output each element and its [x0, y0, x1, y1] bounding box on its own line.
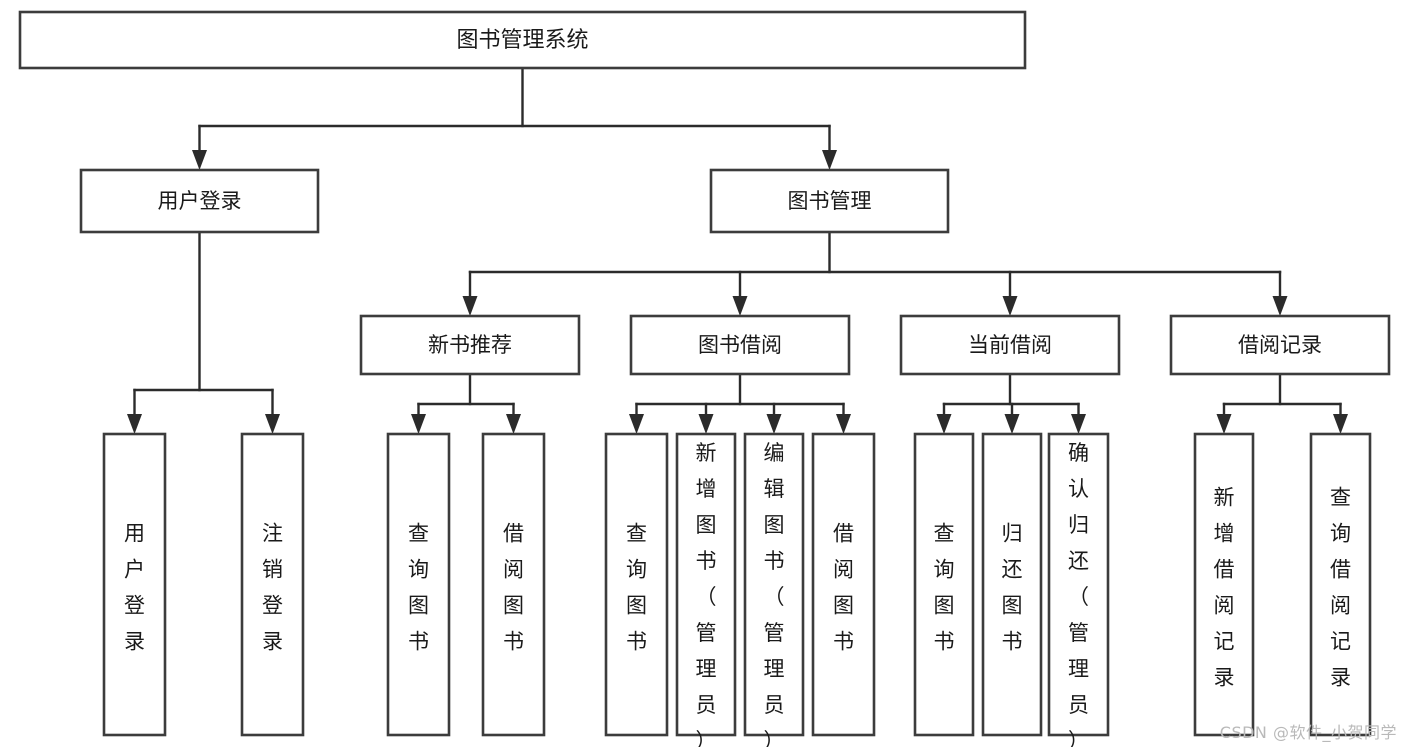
- node-leaves-9[interactable]: 归还图书: [981, 432, 1043, 737]
- arrow-head-icon: [411, 414, 426, 434]
- node-level3-0[interactable]: 新书推荐: [359, 314, 581, 376]
- node-level2-0[interactable]: 用户登录: [79, 168, 320, 234]
- node-label: 借阅记录: [1238, 333, 1322, 357]
- node-label: 归还图书: [1002, 522, 1023, 654]
- arrow-head-icon: [766, 414, 782, 434]
- node-label: 图书借阅: [698, 333, 782, 357]
- arrow-head-icon: [192, 150, 207, 170]
- arrow-head-icon: [506, 414, 521, 434]
- arrow-head-icon: [1272, 296, 1288, 316]
- arrow-head-icon: [1333, 414, 1348, 434]
- node-leaves-2[interactable]: 查询图书: [386, 432, 451, 737]
- node-box[interactable]: [102, 432, 167, 737]
- node-box[interactable]: [629, 314, 851, 376]
- node-level3-1[interactable]: 图书借阅: [629, 314, 851, 376]
- arrow-head-icon: [698, 414, 714, 434]
- arrow-head-icon: [936, 414, 952, 434]
- node-leaves-10[interactable]: 确认归还（管理员）: [1047, 432, 1110, 747]
- arrow-head-icon: [127, 414, 142, 434]
- node-label: 注销登录: [262, 522, 283, 654]
- node-label: 确认归还（管理员）: [1068, 441, 1089, 747]
- arrow-head-icon: [1071, 414, 1086, 434]
- arrow-head-icon: [1216, 414, 1232, 434]
- node-label: 借阅图书: [503, 522, 524, 654]
- connector-layer: [127, 66, 1348, 434]
- node-label: 当前借阅: [968, 333, 1052, 357]
- node-leaves-7[interactable]: 借阅图书: [811, 432, 876, 737]
- node-level3-3[interactable]: 借阅记录: [1169, 314, 1391, 376]
- node-label: 编辑图书（管理员）: [764, 441, 785, 747]
- node-label: 新增借阅记录: [1214, 486, 1235, 690]
- arrow-head-icon: [732, 296, 748, 316]
- node-box[interactable]: [386, 432, 451, 737]
- arrow-head-icon: [822, 150, 837, 170]
- arrow-head-icon: [265, 414, 280, 434]
- node-label: 新增图书（管理员）: [696, 441, 717, 747]
- arrow-head-icon: [462, 296, 478, 316]
- node-leaves-6[interactable]: 编辑图书（管理员）: [743, 432, 805, 747]
- node-leaves-8[interactable]: 查询图书: [913, 432, 975, 737]
- node-box[interactable]: [240, 432, 305, 737]
- node-box[interactable]: [481, 432, 546, 737]
- node-label: 图书管理: [788, 189, 872, 213]
- node-box[interactable]: [18, 10, 1027, 70]
- node-label: 查询图书: [934, 522, 955, 654]
- node-box[interactable]: [675, 432, 737, 737]
- node-leaves-11[interactable]: 新增借阅记录: [1193, 432, 1255, 737]
- node-label: 用户登录: [124, 522, 145, 654]
- node-box[interactable]: [1309, 432, 1372, 737]
- node-box[interactable]: [981, 432, 1043, 737]
- node-label: 查询借阅记录: [1330, 486, 1351, 690]
- node-box[interactable]: [604, 432, 669, 737]
- node-label: 用户登录: [158, 189, 242, 213]
- node-box[interactable]: [359, 314, 581, 376]
- node-box[interactable]: [1047, 432, 1110, 737]
- node-root-0[interactable]: 图书管理系统: [18, 10, 1027, 70]
- node-layer: 图书管理系统用户登录图书管理新书推荐图书借阅当前借阅借阅记录用户登录注销登录查询…: [18, 10, 1391, 747]
- node-label: 查询图书: [408, 522, 429, 654]
- node-label: 借阅图书: [833, 522, 854, 654]
- watermark-label: CSDN @软件_小贺同学: [1219, 723, 1397, 742]
- node-box[interactable]: [79, 168, 320, 234]
- node-label: 图书管理系统: [456, 28, 588, 53]
- node-leaves-5[interactable]: 新增图书（管理员）: [675, 432, 737, 747]
- node-leaves-3[interactable]: 借阅图书: [481, 432, 546, 737]
- arrow-head-icon: [629, 414, 644, 434]
- node-box[interactable]: [1169, 314, 1391, 376]
- node-leaves-4[interactable]: 查询图书: [604, 432, 669, 737]
- node-box[interactable]: [709, 168, 950, 234]
- node-level2-1[interactable]: 图书管理: [709, 168, 950, 234]
- arrow-head-icon: [1002, 296, 1018, 316]
- node-level3-2[interactable]: 当前借阅: [899, 314, 1121, 376]
- arrow-head-icon: [1004, 414, 1020, 434]
- node-label: 新书推荐: [428, 333, 512, 357]
- node-leaves-12[interactable]: 查询借阅记录: [1309, 432, 1372, 737]
- node-box[interactable]: [899, 314, 1121, 376]
- node-box[interactable]: [811, 432, 876, 737]
- node-leaves-1[interactable]: 注销登录: [240, 432, 305, 737]
- arrow-head-icon: [836, 414, 851, 434]
- node-label: 查询图书: [626, 522, 647, 654]
- node-box[interactable]: [743, 432, 805, 737]
- node-box[interactable]: [913, 432, 975, 737]
- node-leaves-0[interactable]: 用户登录: [102, 432, 167, 737]
- node-box[interactable]: [1193, 432, 1255, 737]
